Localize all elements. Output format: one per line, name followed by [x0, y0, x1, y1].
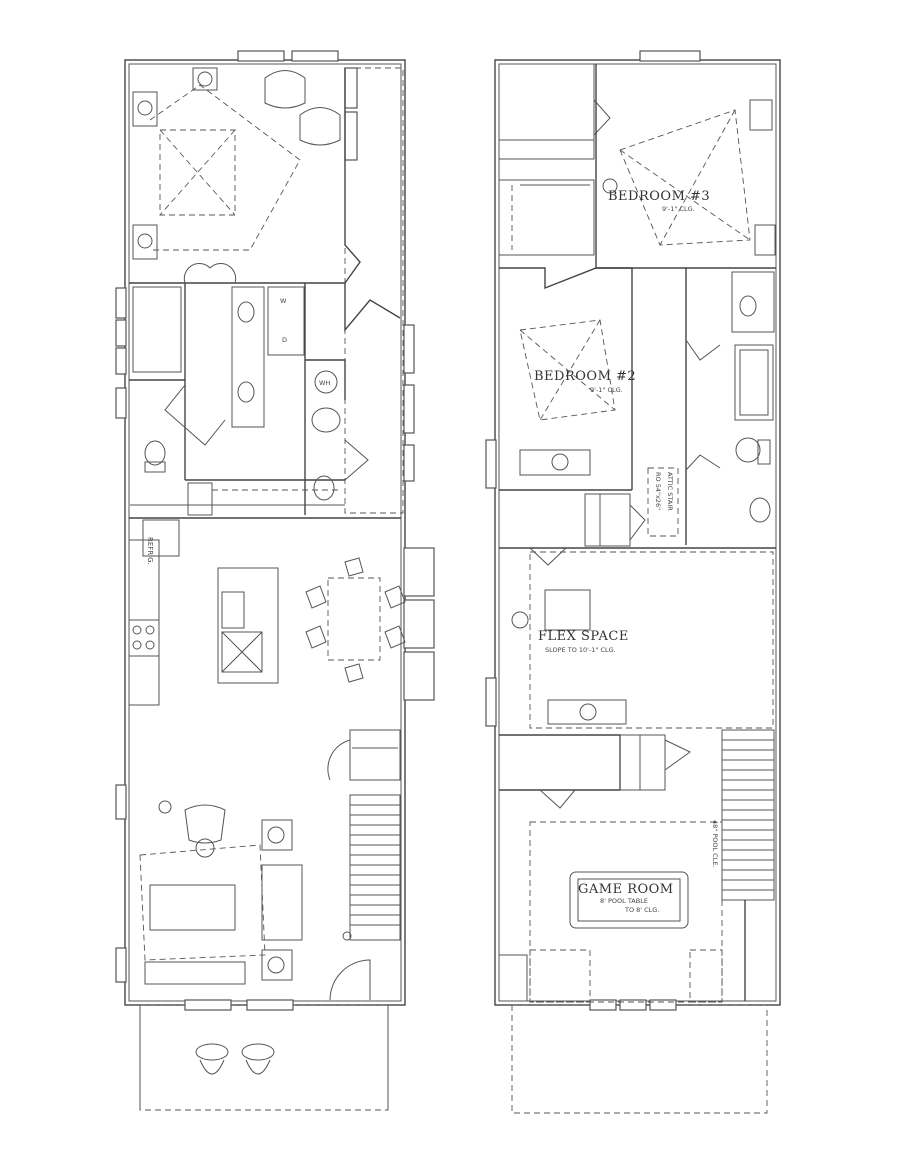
window [115, 319, 127, 347]
first-floor-plan: W D WH REFR'G. [115, 50, 435, 1111]
window [485, 439, 497, 489]
window [403, 444, 415, 482]
bedroom-3-ceiling: 9'-1" CLG. [662, 205, 695, 213]
bed [619, 109, 751, 246]
flex-space-note: SLOPE TO 10'-1" CLG. [545, 646, 616, 654]
bedroom-2-ceiling: 9'-1" CLG. [590, 386, 623, 394]
front-porch [139, 1004, 389, 1111]
first-floor-exterior-wall [124, 59, 406, 1006]
bathtub [734, 344, 774, 421]
toilet [735, 437, 761, 463]
flex-space-label: FLEX SPACE [538, 629, 629, 644]
window [115, 784, 127, 820]
sink [739, 295, 757, 317]
window [589, 999, 617, 1011]
dining-table [327, 577, 381, 661]
window [115, 347, 127, 375]
sofa [144, 961, 246, 985]
vanity [731, 271, 775, 333]
washer-label: W [280, 297, 287, 305]
game-room-note: 8' POOL TABLE [600, 897, 648, 905]
refrigerator [142, 519, 180, 557]
dryer-label: D [282, 336, 287, 344]
window [291, 50, 339, 62]
balcony [511, 1004, 768, 1114]
armchair [299, 107, 341, 146]
desk [544, 589, 591, 631]
bedroom-3-label: BEDROOM #3 [608, 189, 710, 204]
vanity [231, 286, 265, 428]
sink [221, 591, 245, 629]
window [649, 999, 677, 1011]
window [403, 651, 435, 701]
window [115, 387, 127, 419]
window [246, 999, 294, 1011]
attic-stair [647, 467, 679, 537]
coffee-table [149, 884, 236, 931]
bedroom-2-label: BEDROOM #2 [534, 369, 636, 384]
sink [311, 407, 341, 433]
pool-table-clearance [529, 821, 723, 1003]
window [184, 999, 232, 1011]
sink [237, 301, 255, 323]
staircase [342, 794, 401, 941]
range [128, 619, 160, 657]
window [619, 999, 647, 1011]
pool-clearance-label: 48" POOL CLE. [711, 820, 719, 868]
porch-chairs [195, 1043, 275, 1075]
bed [159, 129, 236, 216]
window [344, 67, 358, 109]
armchair [261, 949, 293, 981]
window [403, 547, 435, 597]
front-door [329, 959, 371, 1001]
game-room-label: GAME ROOM [578, 882, 674, 897]
window [403, 384, 415, 434]
window [403, 599, 435, 649]
staircase [721, 729, 775, 901]
water-heater [314, 370, 338, 394]
second-floor-plan: BEDROOM #3 9'-1" CLG. BEDROOM #2 9'-1" C… [485, 50, 781, 1114]
armchair [261, 819, 293, 851]
sink [749, 497, 771, 523]
sofa [261, 864, 303, 941]
area-rug [139, 844, 266, 961]
flex-space-ceiling-outline [529, 551, 774, 729]
window [344, 111, 358, 161]
sink [237, 381, 255, 403]
window [403, 324, 415, 374]
window [485, 677, 497, 727]
pool-table [569, 871, 689, 929]
window [115, 947, 127, 983]
window [237, 50, 285, 62]
attic-stair-label-1: ATTIC STAIR [666, 472, 674, 511]
window [115, 287, 127, 319]
refrigerator-label: REFR'G. [146, 537, 154, 565]
attic-stair-label-2: RO 54"x26" [654, 472, 662, 510]
armchair [264, 70, 306, 109]
toilet [313, 475, 335, 501]
window [639, 50, 701, 62]
desk [547, 699, 627, 725]
toilet [144, 440, 166, 466]
desk [519, 449, 591, 476]
kitchen-island [217, 567, 279, 684]
game-room-ceiling: TO 8' CLG. [624, 906, 659, 914]
water-heater-label: WH [319, 379, 330, 387]
shower [132, 286, 182, 373]
